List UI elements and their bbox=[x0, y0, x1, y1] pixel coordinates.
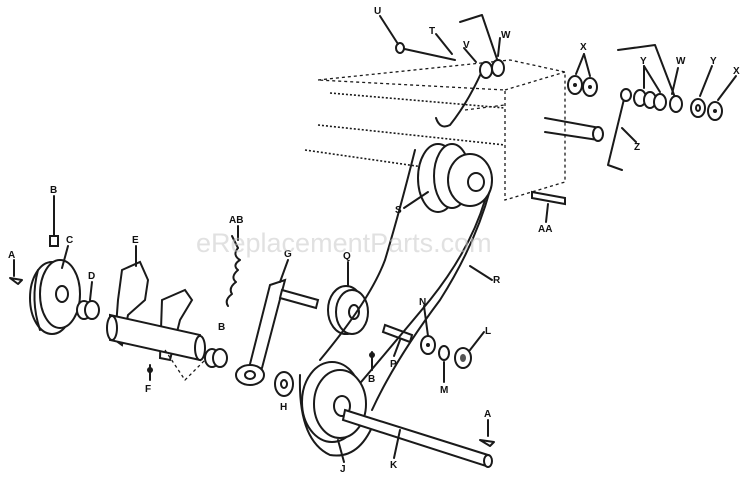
washers-y-left bbox=[633, 89, 667, 111]
label-k: K bbox=[390, 460, 398, 471]
bolt-u-t bbox=[395, 42, 456, 61]
label-a-right: A bbox=[484, 409, 491, 420]
label-v: V bbox=[463, 40, 470, 51]
pin-b-top bbox=[49, 195, 59, 247]
label-q: Q bbox=[343, 251, 351, 262]
rod-z bbox=[607, 88, 632, 171]
label-b-mid: B bbox=[218, 322, 225, 333]
leader-lines bbox=[13, 15, 737, 463]
label-b-low: B bbox=[368, 374, 375, 385]
label-n: N bbox=[419, 297, 426, 308]
label-j: J bbox=[340, 464, 346, 475]
label-a-left: A bbox=[8, 250, 15, 261]
washer-y-right bbox=[690, 98, 706, 118]
watermark: eReplacementParts.com bbox=[196, 228, 492, 258]
washer-m bbox=[438, 345, 450, 361]
pulley-c bbox=[29, 259, 81, 335]
label-h: H bbox=[280, 402, 287, 413]
pulley-s bbox=[417, 143, 493, 213]
bracket-e bbox=[106, 260, 211, 382]
label-g: G bbox=[284, 249, 292, 260]
label-d: D bbox=[88, 271, 95, 282]
label-z: Z bbox=[634, 142, 640, 153]
arm-g bbox=[235, 278, 320, 386]
label-u: U bbox=[374, 6, 381, 17]
label-x-right: X bbox=[733, 66, 740, 77]
bolt-b-low bbox=[369, 351, 375, 371]
washer-h bbox=[274, 371, 294, 397]
nut-l bbox=[454, 347, 472, 369]
spring-w-top bbox=[459, 14, 505, 77]
label-x-mid: X bbox=[580, 42, 587, 53]
label-w-right: W bbox=[676, 56, 686, 67]
label-s: S bbox=[395, 205, 402, 216]
label-p: P bbox=[390, 359, 397, 370]
bolt-f bbox=[147, 364, 153, 381]
key-aa bbox=[531, 190, 566, 206]
nuts-x-mid bbox=[567, 75, 598, 97]
label-y-left: Y bbox=[640, 56, 647, 67]
nut-n bbox=[420, 335, 436, 355]
label-r: R bbox=[493, 275, 501, 286]
idler-pulley-q bbox=[327, 285, 369, 335]
label-t: T bbox=[429, 26, 435, 37]
label-m: M bbox=[440, 385, 448, 396]
nut-x-right bbox=[707, 101, 723, 121]
label-e: E bbox=[132, 235, 139, 246]
label-aa: AA bbox=[538, 224, 552, 235]
label-f: F bbox=[145, 384, 151, 395]
label-l: L bbox=[485, 326, 491, 337]
spring-ab bbox=[225, 235, 241, 307]
pin-a-left bbox=[9, 277, 23, 285]
spring-v bbox=[435, 61, 493, 128]
pulley-j bbox=[301, 361, 367, 443]
label-b-top: B bbox=[50, 185, 57, 196]
label-c: C bbox=[66, 235, 73, 246]
pin-a-right bbox=[479, 439, 495, 447]
label-w-top: W bbox=[501, 30, 511, 41]
bushing-d bbox=[76, 300, 100, 320]
label-ab: AB bbox=[229, 215, 243, 226]
bushing-b-mid bbox=[204, 348, 228, 368]
part-labels: A B C D E F AB B G H Q S R N L P B M A J… bbox=[8, 6, 740, 475]
shaft-k bbox=[341, 408, 493, 468]
frame-outline bbox=[304, 59, 604, 201]
spring-w-right bbox=[617, 44, 683, 113]
label-y-right: Y bbox=[710, 56, 717, 67]
